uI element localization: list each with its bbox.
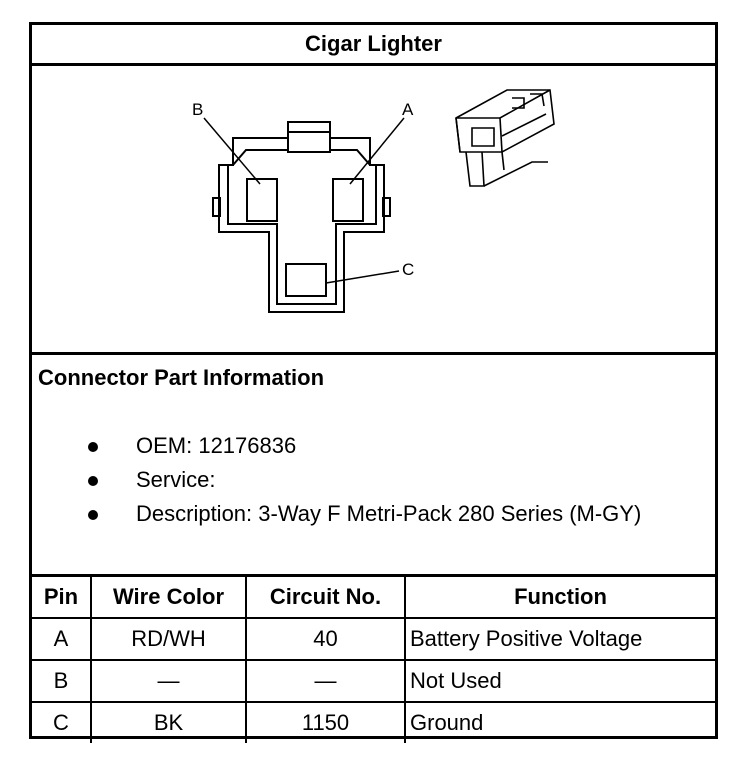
- callout-c: C: [402, 260, 414, 279]
- connector-part-information: Connector Part Information OEM: 12176836…: [32, 355, 715, 575]
- description-text: Description: 3-Way F Metri-Pack 280 Seri…: [136, 501, 642, 526]
- cavity-a: [332, 178, 364, 222]
- housing-inner-outline: [227, 165, 377, 305]
- column-header-circuit-no: Circuit No.: [245, 574, 406, 619]
- leader-line-a: [349, 117, 405, 185]
- column-header-wire-color: Wire Color: [90, 574, 247, 619]
- pin-cell: C: [32, 701, 92, 743]
- page-title: Cigar Lighter: [32, 25, 715, 66]
- pin-cell: A: [32, 617, 92, 661]
- bullet-icon: [88, 510, 98, 520]
- callout-a: A: [402, 100, 414, 119]
- cavity-c: [285, 263, 327, 297]
- right-tab: [382, 197, 391, 217]
- cavity-b: [246, 178, 278, 222]
- callout-b: B: [192, 100, 203, 119]
- section-heading: Connector Part Information: [38, 365, 325, 390]
- document-frame: Cigar Lighter: [29, 22, 718, 743]
- function-cell: Not Used: [404, 659, 715, 703]
- column-header-pin: Pin: [32, 574, 92, 619]
- connector-face-drawing: B A C: [192, 89, 555, 313]
- leader-line-c: [325, 270, 400, 284]
- table-header-row: Pin Wire Color Circuit No. Function: [32, 574, 715, 619]
- latch: [287, 121, 331, 153]
- function-cell: Battery Positive Voltage: [404, 617, 715, 661]
- bullet-icon: [88, 476, 98, 486]
- pin-table: Pin Wire Color Circuit No. Function A RD…: [32, 574, 715, 743]
- wire-color-cell: RD/WH: [90, 617, 247, 661]
- pin-cell: B: [32, 659, 92, 703]
- table-row: A RD/WH 40 Battery Positive Voltage: [32, 617, 715, 661]
- table-row: C BK 1150 Ground: [32, 701, 715, 743]
- bullet-icon: [88, 442, 98, 452]
- wire-color-cell: —: [90, 659, 247, 703]
- column-header-function: Function: [404, 574, 715, 619]
- oem-text: OEM: 12176836: [136, 433, 297, 458]
- wire-color-cell: BK: [90, 701, 247, 743]
- connector-3d-icon: [455, 89, 555, 187]
- circuit-cell: 40: [245, 617, 406, 661]
- table-row: B — — Not Used: [32, 659, 715, 703]
- leader-line-b: [203, 117, 261, 185]
- circuit-cell: 1150: [245, 701, 406, 743]
- left-tab: [212, 197, 221, 217]
- function-cell: Ground: [404, 701, 715, 743]
- service-text: Service:: [136, 467, 216, 492]
- circuit-cell: —: [245, 659, 406, 703]
- connector-diagram: B A C: [32, 66, 715, 355]
